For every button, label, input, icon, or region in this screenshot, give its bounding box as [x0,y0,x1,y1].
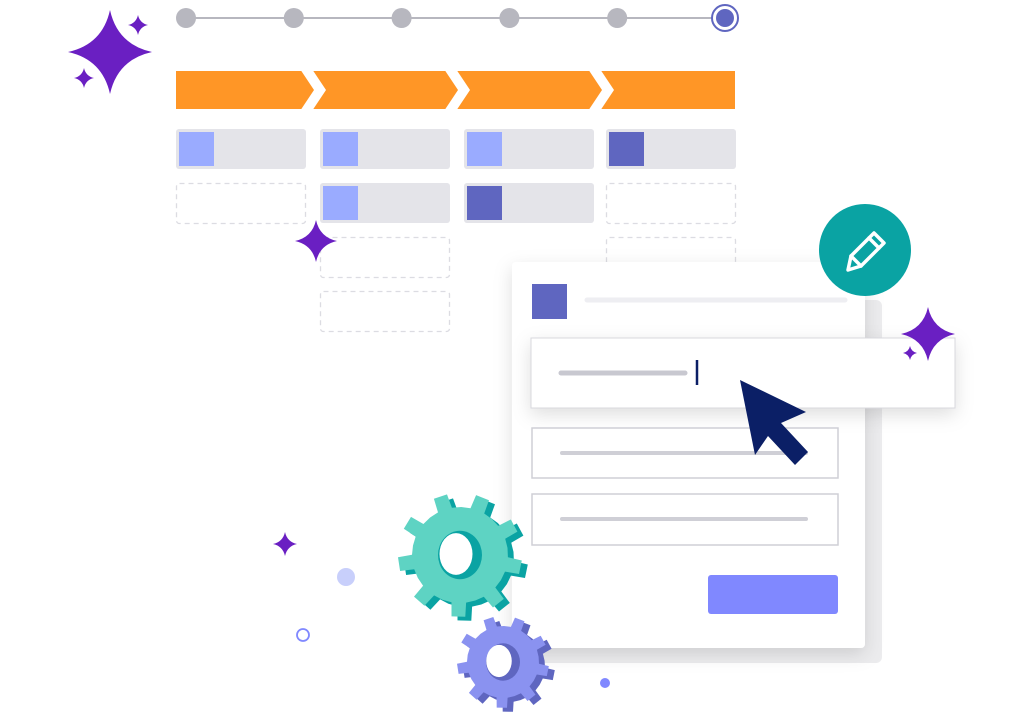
pencil-icon [846,231,886,272]
card-color-tag [467,186,502,220]
sparkle-icon [903,346,917,360]
chevron-divider [587,63,615,117]
sparkle-icon [128,15,148,35]
stepper [176,4,739,32]
card-color-tag [323,132,358,166]
empty-card-slot [319,290,451,333]
sparkle-icon [273,532,297,556]
decor-dot [600,678,610,688]
step-dot[interactable] [176,8,196,28]
step-active-dot [716,9,734,27]
decor-dot [337,568,355,586]
sparkle-icon [74,68,94,88]
chevron-divider [299,63,327,117]
sparkle-icon [68,10,152,94]
empty-card-slot [175,182,307,225]
empty-card-slot [605,182,737,225]
edit-button[interactable] [819,204,911,296]
gear-icon [457,617,555,712]
submit-button[interactable] [708,575,838,614]
card-color-tag [467,132,502,166]
form-panel [512,262,956,663]
form-icon-square [532,284,567,319]
step-dot[interactable] [607,8,628,28]
sparkle-icon [295,220,337,262]
gear-icon [398,494,528,621]
process-chevron-bar [176,63,735,117]
step-dot[interactable] [391,8,412,28]
kanban-board [175,129,737,333]
cursor-arrow-icon [740,380,808,465]
chevron-divider [443,63,471,117]
step-dot[interactable] [283,8,304,28]
step-dot[interactable] [499,8,520,28]
decor-ring [296,628,310,642]
card-color-tag [179,132,214,166]
empty-card-slot [319,236,451,279]
card-color-tag [323,186,358,220]
sparkle-icon [901,307,955,361]
card-color-tag [609,132,644,166]
